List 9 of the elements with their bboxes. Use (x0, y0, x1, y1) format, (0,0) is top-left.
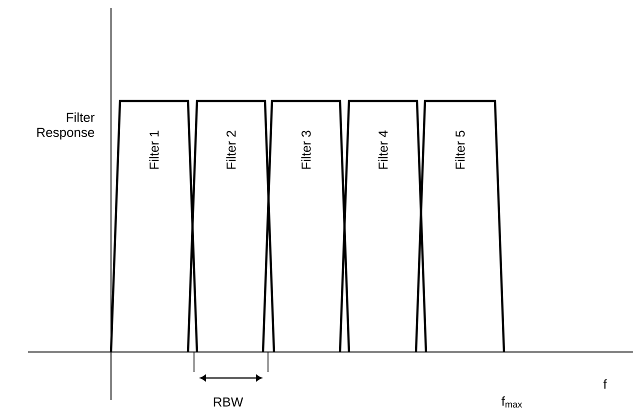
filter-trapezoid: Filter 4 (338, 100, 428, 352)
dimension-label: RBW (214, 398, 244, 406)
filter-trapezoid: Filter 3 (262, 100, 350, 352)
filter-trapezoid: Filter 1 (110, 100, 198, 352)
axis-tick-label: f$_{max}$ (502, 396, 522, 408)
filter-trapezoid: Filter 2 (186, 100, 276, 352)
filter-trapezoid: Filter 5 (414, 100, 506, 352)
axis-label: f (603, 379, 607, 389)
axis-label: Filter Response (37, 112, 94, 140)
